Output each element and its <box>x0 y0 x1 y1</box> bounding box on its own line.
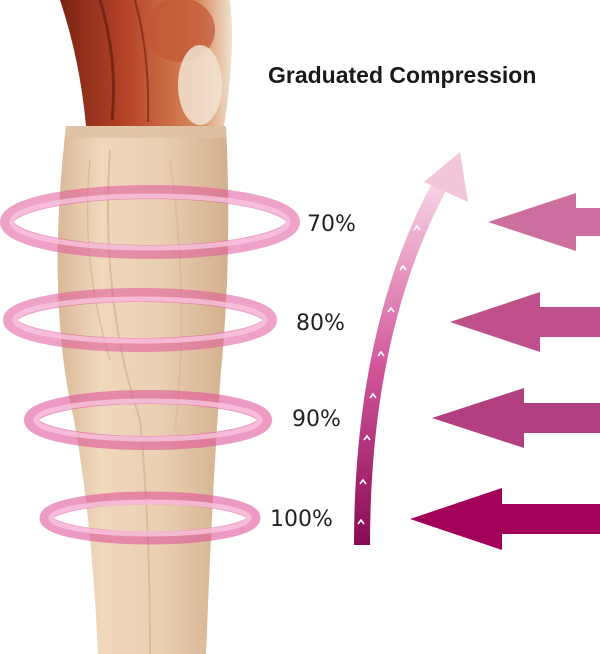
pressure-arrow-90 <box>432 388 600 448</box>
compression-level-label: 100% <box>270 507 333 532</box>
compression-ring-80 <box>3 288 277 352</box>
knee-muscle-image <box>60 0 232 126</box>
compression-ring-90 <box>24 390 272 450</box>
pressure-arrow-80 <box>450 292 600 352</box>
page-title: Graduated Compression <box>268 62 537 88</box>
compression-level-label: 80% <box>296 311 345 336</box>
compression-ring-100 <box>39 491 261 545</box>
compression-level-label: 70% <box>307 212 356 237</box>
compression-sleeve <box>57 126 229 654</box>
pressure-arrow-100 <box>410 488 600 550</box>
compression-level-label: 90% <box>292 407 341 432</box>
compression-ring-70 <box>0 185 300 259</box>
up-curved-arrow-icon <box>354 152 468 546</box>
pressure-arrow-70 <box>488 193 600 251</box>
